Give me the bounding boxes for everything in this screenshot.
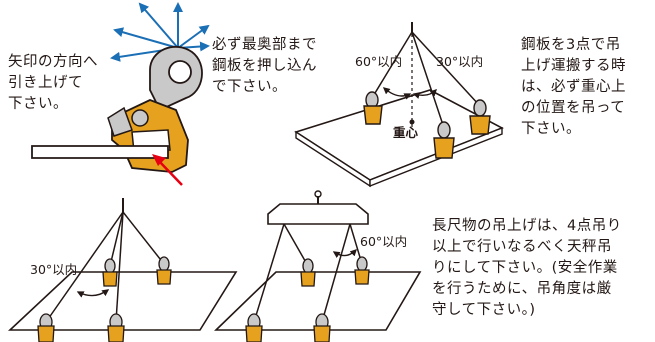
clamp-shackle — [149, 45, 203, 112]
clamp-beam-3 — [245, 313, 263, 342]
angle-label-60: 60°以内 — [355, 54, 402, 69]
long-item-instruction: 長尺物の吊上げは、4点吊り 以上で行いなるべく天秤吊 りにして下さい。(安全作業… — [432, 218, 622, 318]
balance-beam-lifting-illustration: 60°以内 — [214, 190, 422, 342]
angle-label-60-bottom: 60°以内 — [360, 234, 407, 249]
angle-arc-60-bottom — [332, 249, 357, 259]
clamp-4pt-3 — [37, 313, 55, 342]
three-point-instruction: 鋼板を3点で吊 上げ運搬する時 は、必ず重心上 の位置を吊って 下さい。 — [521, 37, 626, 137]
angle-arc-60 — [382, 87, 412, 100]
clamp-body — [107, 99, 189, 173]
arrow-left-up — [113, 27, 179, 49]
clamp-right — [469, 99, 491, 135]
arrow-direction-instruction: 矢印の方向へ 引き上げて 下さい。 — [8, 54, 98, 112]
arrow-right-up — [177, 24, 210, 49]
sling-wires-4pt — [45, 211, 165, 323]
clamp-4pt-4 — [107, 313, 125, 342]
steel-plate-long — [7, 271, 238, 331]
clamp-front — [433, 121, 455, 159]
clamp-beam-4 — [313, 313, 331, 342]
clamp-4pt-1 — [102, 258, 118, 287]
four-point-lifting-illustration: 30°以内 — [7, 198, 238, 342]
clamp-beam-2 — [354, 256, 370, 285]
clamp-4pt-2 — [156, 256, 172, 285]
angle-label-30: 30°以内 — [436, 54, 483, 69]
lift-direction-arrows — [110, 2, 210, 62]
three-point-lifting-illustration: 60°以内 30°以内 重心 — [294, 22, 504, 188]
steel-plate-edge — [31, 145, 169, 159]
arrow-up-2 — [138, 2, 179, 49]
lifting-beam — [267, 203, 369, 225]
clamp-left — [363, 91, 383, 125]
clamp-direction-illustration — [31, 2, 210, 186]
angle-label-30-bottom: 30°以内 — [30, 262, 77, 277]
clamp-beam-1 — [300, 258, 316, 287]
angle-arc-30-bottom — [76, 289, 110, 298]
center-of-gravity-label: 重心 — [393, 125, 419, 140]
angle-arc-30 — [412, 89, 437, 99]
push-in-instruction: 必ず最奥部まで 鋼板を押し込ん で下さい。 — [212, 37, 317, 95]
push-in-arrow — [152, 154, 183, 186]
sling-wires — [371, 31, 481, 129]
